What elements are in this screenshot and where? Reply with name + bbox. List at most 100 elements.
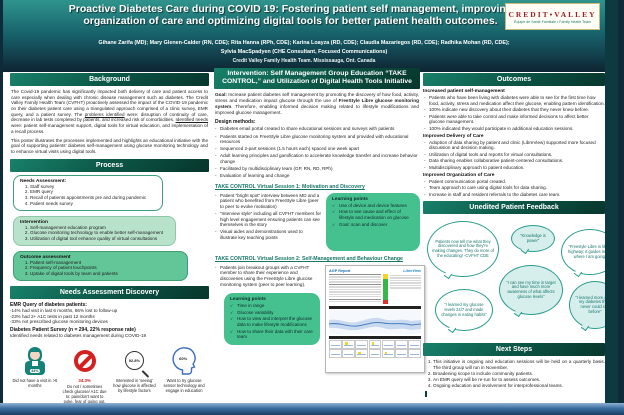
- stat-value: 92.8%: [128, 358, 141, 364]
- design-methods-list: Diabetes email portal created to share e…: [214, 126, 420, 178]
- background-p1-text: The Covid-19 pandemic has significantly …: [11, 89, 208, 117]
- learning-point: How to view and interpret the glucose da…: [230, 316, 314, 327]
- design-method-item: Patients started on FreeStyle Libre gluc…: [214, 134, 420, 145]
- outcome-item: 100% indicate new discovery about their …: [423, 107, 605, 113]
- next-step-item: Ongoing education and involvement for in…: [433, 383, 605, 389]
- design-method-item: Diabetes email portal created to share e…: [214, 126, 420, 132]
- stat-no-visit: 44% Did not have a visit in >6 months: [10, 345, 60, 403]
- text-cursor: [425, 391, 427, 398]
- stat-value: 44%: [28, 367, 41, 374]
- process-step: Recall of patients appointments pre and …: [30, 195, 156, 201]
- outcomes-group-title: Improved Organization of Care: [423, 172, 495, 178]
- design-method-item: Sequenced 2-part sessions (1.5 hours eac…: [214, 146, 420, 152]
- session2-bullets: Patients join breakout groups with a CVF…: [214, 265, 320, 287]
- section-heading-outcomes: Outcomes: [423, 73, 605, 86]
- emr-query-line: -14% had visit in last 6 months, 86% los…: [10, 307, 118, 313]
- feedback-bubble: Patients now tell me what they discovere…: [427, 221, 499, 278]
- goal-label: Goal:: [215, 91, 227, 97]
- emr-query-title: EMR Query of diabetes patients:: [10, 301, 87, 308]
- outcome-item: Data sharing enables collaborative patie…: [423, 158, 605, 164]
- process-box-title: Outcome assessment: [20, 254, 71, 260]
- process-step: Glucose monitoring technology to enable …: [30, 230, 169, 236]
- background-p1-underline-2: Identified needs: [175, 117, 209, 123]
- feedback-bubble: “Knowledge is power”: [511, 225, 555, 253]
- outcome-item: Utilization of digital tools and reports…: [423, 152, 605, 158]
- feedback-bubble: “I learned more about my diabetes that I…: [569, 281, 605, 330]
- design-method-item: Facilitated by multidisciplinary team (G…: [214, 166, 420, 172]
- libreview-brand-label: LibreView: [403, 268, 421, 273]
- session1-bullet: “Interview style” including all CVFHT me…: [214, 211, 321, 228]
- learning-points-box-1: Learning points Use of device and device…: [326, 192, 420, 251]
- agp-curve: [329, 309, 421, 334]
- outcome-item: Adoption of data sharing by patient and …: [423, 140, 605, 151]
- stat-no-check: 34.3% Do not / sometimes check glucose/ …: [60, 345, 110, 403]
- process-box-needs-assessment: Needs Assessment: Staff surveyEMR queryR…: [13, 174, 163, 211]
- emr-query-line: -33% not prescribed glucose monitoring d…: [10, 319, 108, 325]
- next-step-item: This initiative is ongoing and education…: [433, 359, 605, 371]
- process-step: Utilization of digital tool enhance qual…: [30, 236, 169, 242]
- right-column: Outcomes Increased patient self-manageme…: [423, 73, 605, 398]
- stat-value: 34.3%: [78, 377, 91, 383]
- middle-column: Intervention: Self Management Group Educ…: [214, 68, 425, 373]
- outcome-item: Multidisciplinary approach to patient ed…: [423, 165, 605, 171]
- stat-caption: Did not have a visit in >6 months: [12, 377, 58, 388]
- report-table-block: [329, 273, 381, 304]
- learning-point: How to share their data with their care …: [230, 329, 314, 340]
- credit-valley-logo: CREDIT•VALLEY Équipe de Santé Familiale …: [505, 3, 600, 30]
- goal-text-bold: FreeStyle Libre glucose monitoring syste…: [215, 97, 419, 109]
- outcome-item: Patients were able to take control and m…: [423, 114, 605, 125]
- learning-point: Time in range: [230, 303, 314, 309]
- design-method-item: Evaluation of learning and change: [214, 173, 420, 179]
- section-heading-background: Background: [10, 73, 209, 86]
- time-in-range-bar: [383, 273, 421, 304]
- logo-wordmark: CREDIT•VALLEY: [508, 9, 597, 19]
- outcomes-group-organization: Improved Organization of Care Patient co…: [423, 173, 605, 198]
- background-text: The Covid-19 pandemic has significantly …: [11, 89, 208, 155]
- process-step: Patient self-management: [30, 260, 181, 266]
- outcomes-list: Patients who have been living with diabe…: [423, 95, 605, 132]
- background-paragraph-2: This poster illustrates the processes im…: [11, 137, 208, 154]
- process-step: Self-management education program: [30, 225, 169, 231]
- outcomes-group-self-management: Increased patient self-management Patien…: [423, 89, 605, 132]
- stat-value: 60%: [179, 355, 188, 361]
- intervention-goal: Goal: Increase patient diabetes self man…: [215, 92, 419, 116]
- learning-points-list: Time in rangeGlucose variabilityHow to v…: [230, 303, 314, 340]
- session1-title: TAKE CONTROL Virtual Session 1: Motivati…: [215, 183, 365, 190]
- process-box-title: Needs Assessment:: [20, 178, 67, 184]
- session2-bullet: Patients join breakout groups with a CVF…: [214, 265, 320, 287]
- process-step: Patient needs survey: [30, 201, 156, 207]
- logo-subtitle: Équipe de Santé Familiale • Family Healt…: [514, 19, 591, 24]
- learning-points-list: Use of device and device featuresHow to …: [332, 203, 414, 228]
- background-p1-text-c: were: patient self-management support, d…: [11, 123, 208, 134]
- process-step: Frequency of patient touchpoints: [30, 265, 181, 271]
- section-heading-intervention: Intervention: Self Management Group Educ…: [214, 68, 420, 89]
- learning-points-title: Learning points: [332, 196, 368, 202]
- next-step-item: An EMR query will be re-run for to asses…: [433, 377, 605, 383]
- learning-points-title: Learning points: [230, 297, 266, 303]
- authors-line-1: Gihane Zarifa (MD); Mary Glenen-Calder (…: [98, 40, 510, 46]
- section-heading-needs-discovery: Needs Assessment Discovery: [10, 285, 209, 299]
- outcomes-group-title: Increased patient self-management: [423, 89, 505, 94]
- process-box-title: Intervention: [20, 219, 48, 225]
- learning-point: Glucose variability: [230, 310, 314, 316]
- head-icon: 60%: [172, 345, 196, 377]
- outcomes-group-delivery: Improved Delivery of Care Adoption of da…: [423, 134, 605, 171]
- stat-caption: Interested in 'seeing' how glucose is af…: [113, 377, 156, 393]
- learning-point: How to see cause and effect of lifestyle…: [332, 209, 414, 220]
- authors-line-2: Sylvia MacSpadyen (CHE Consultant, Focus…: [220, 49, 388, 55]
- background-p1-underline-1: problems identified: [84, 111, 125, 117]
- patient-survey-subtitle: Identified needs related to diabetes man…: [10, 333, 147, 339]
- learning-point: Use of device and device features: [332, 203, 414, 209]
- session1-content: Patient “bright spot” interview between …: [214, 192, 420, 251]
- learning-point: Goal: scan and discover: [332, 222, 414, 228]
- emr-query-line: -23% had 2+ A1C tests in past 12 months: [10, 313, 95, 319]
- next-step-item: Broadening scope to include community pa…: [433, 371, 605, 377]
- outcomes-list: Adoption of data sharing by patient and …: [423, 140, 605, 171]
- outcome-item: Team approach to care using digital tool…: [423, 185, 605, 191]
- session1-bullet: Visual aides and demonstrations used to …: [214, 229, 321, 240]
- outcome-item: Increase in staff and resident referrals…: [423, 192, 605, 198]
- agp-report-label: AGP Report: [329, 268, 351, 273]
- feedback-bubble: “I can see my time in target and have mu…: [499, 265, 563, 316]
- process-box-list: Staff surveyEMR queryRecall of patients …: [20, 184, 156, 207]
- section-heading-process: Process: [10, 158, 209, 172]
